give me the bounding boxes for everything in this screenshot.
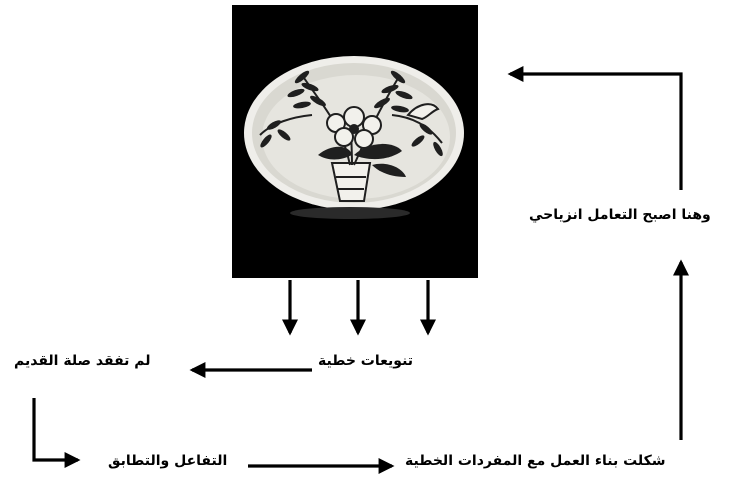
label-ancient-connection: لم تفقد صلة القديم — [14, 353, 151, 369]
label-result: وهنا اصبح التعامل انزياحي — [529, 207, 711, 223]
label-linear-variations: تنويعات خطية — [318, 353, 414, 369]
ceramic-plate-photo — [232, 5, 478, 278]
plate-image — [232, 5, 478, 278]
elbow-arrow-to-interaction — [32, 398, 81, 468]
label-formed-structure: شكلت بناء العمل مع المفردات الخطية — [405, 453, 666, 469]
label-interaction: التفاعل والتطابق — [108, 453, 228, 469]
elbow-arrow-to-photo — [507, 66, 683, 190]
